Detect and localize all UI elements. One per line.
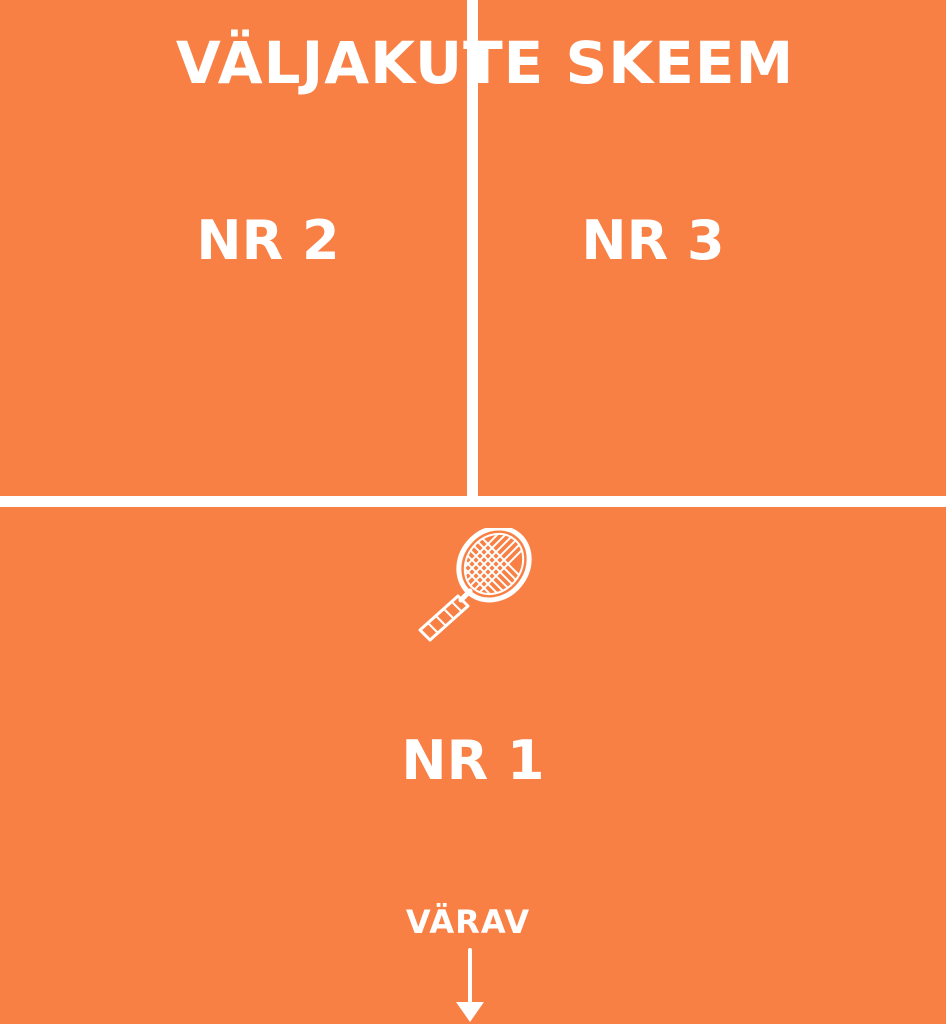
court-label-1: NR 1 — [401, 729, 545, 792]
court-divider-horizontal — [0, 496, 946, 507]
court-label-3: NR 3 — [581, 209, 725, 272]
diagram-title: VÄLJAKUTE SKEEM — [175, 29, 795, 97]
tennis-racket-icon — [418, 528, 532, 642]
court-divider-vertical — [467, 0, 478, 500]
gate-label: VÄRAV — [405, 903, 531, 941]
court-label-2: NR 2 — [196, 209, 340, 272]
arrow-down-icon — [456, 948, 484, 1022]
